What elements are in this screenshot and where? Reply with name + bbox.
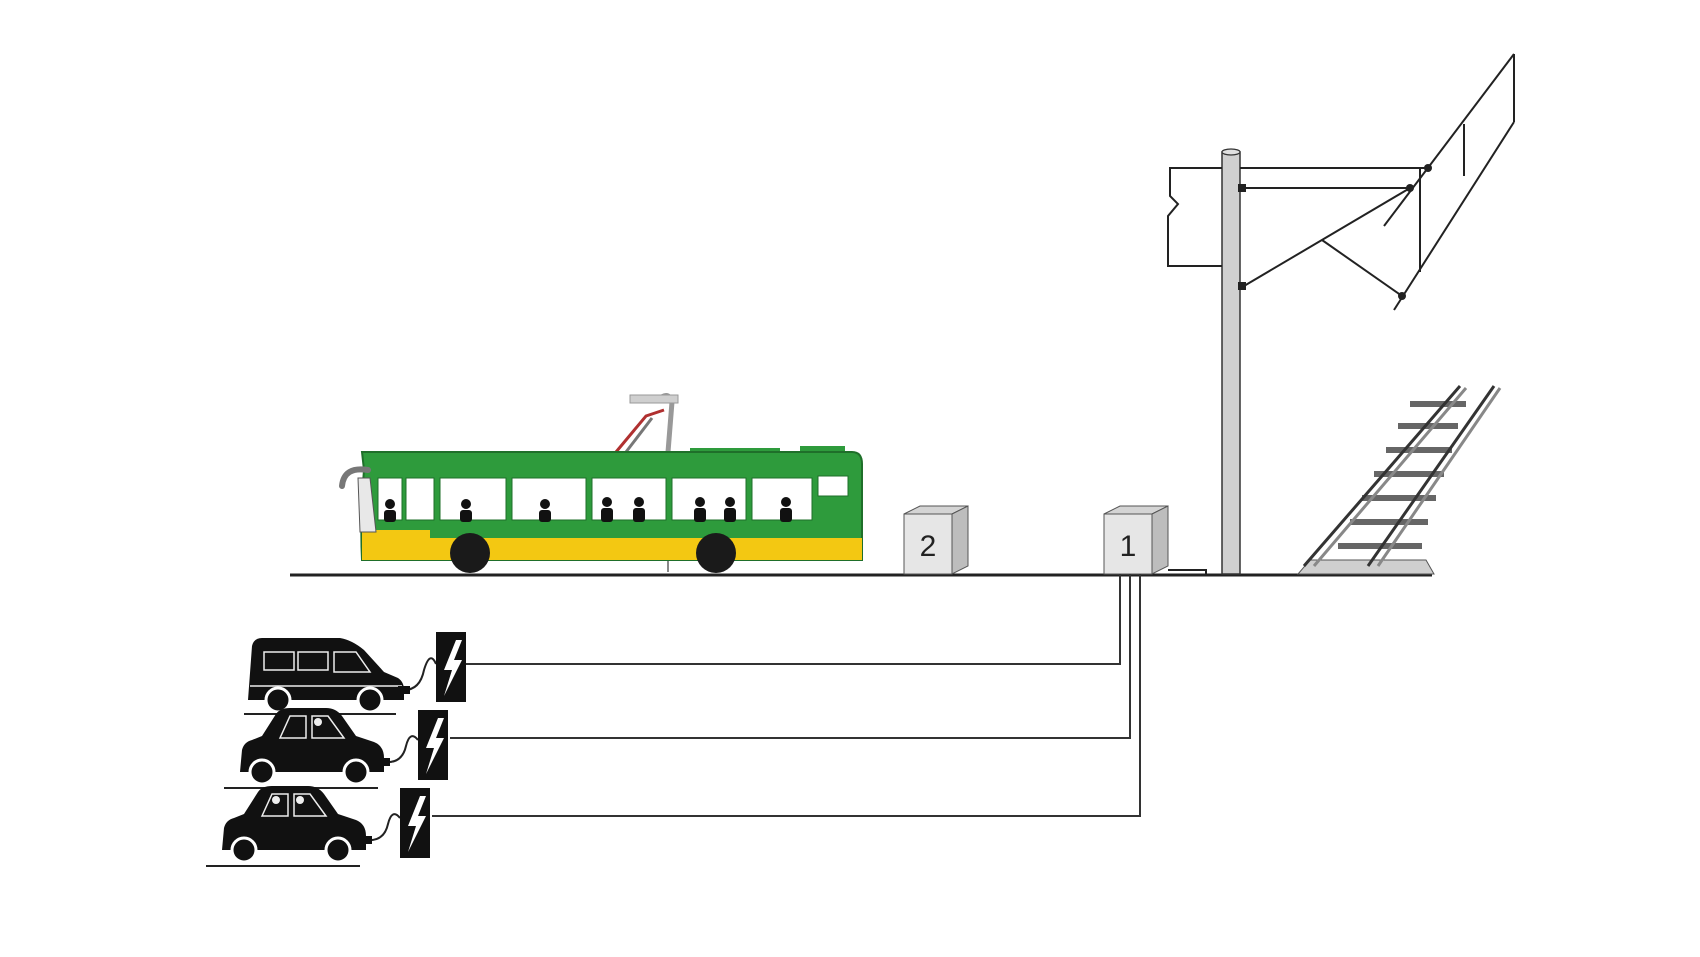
lightning-icon [408,796,426,852]
substation-label-1: 1 [1120,530,1137,563]
van-icon [244,638,404,715]
substation-box-2: 2 [903,505,969,575]
car2-charge-cable [365,813,401,842]
bus-front-wheel [450,533,490,573]
lightning-icon [444,640,462,696]
charger-icon [418,710,448,780]
car-icon [224,708,384,789]
lightning-icon [426,718,444,774]
substation-box-1: 1 [1103,505,1169,575]
bus-passengers [384,497,792,522]
charger-icon [436,632,466,702]
trolleybus-icon [339,393,863,573]
bus-rear-wheel [696,533,736,573]
charging-cables [432,574,1141,817]
substation-label-2: 2 [920,530,937,563]
car-icon [206,786,366,867]
bus-skirt [362,538,862,560]
catenary-pole-icon [1167,53,1515,575]
van-charge-cable [403,657,437,691]
car1-charge-cable [383,735,419,764]
railway-track-icon [1296,385,1502,575]
charger-icon [400,788,430,858]
